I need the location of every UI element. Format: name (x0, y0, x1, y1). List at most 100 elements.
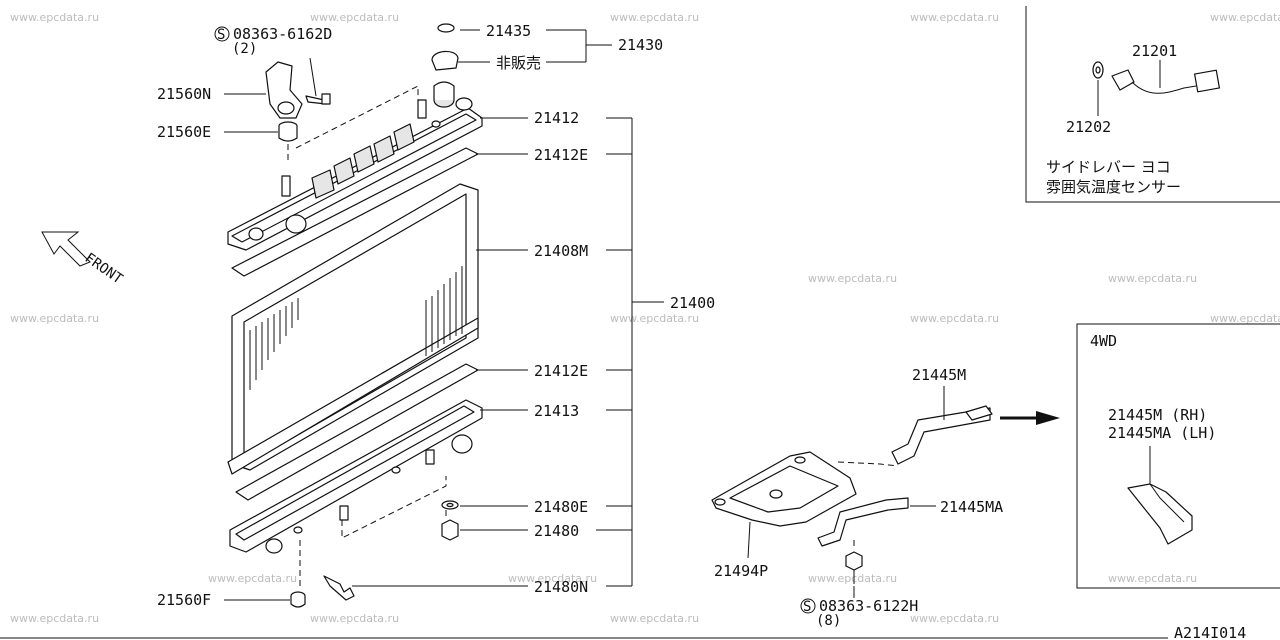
undercover-21494P[interactable] (711, 451, 857, 527)
fourwd-inset: 4WD 21445M (RH) 21445MA (LH) (1076, 323, 1280, 589)
part-number-21560N: 21560N (157, 85, 211, 103)
radiator-cap-21430[interactable] (431, 23, 459, 108)
watermark: www.epcdata.ru (910, 11, 999, 24)
watermark: www.epcdata.ru (310, 11, 399, 24)
part-number-21560F: 21560F (157, 591, 211, 609)
svg-text:S: S (803, 599, 811, 615)
watermark: www.epcdata.ru (1210, 312, 1280, 325)
label-21560F: 21560F (157, 591, 290, 609)
label-21445M: 21445M (912, 366, 966, 420)
screw-08363-6122H[interactable] (845, 551, 863, 584)
sensor-description-line2: 雰囲気温度センサー (1046, 178, 1181, 196)
watermark: www.epcdata.ru (910, 312, 999, 325)
part-number-21408M: 21408M (534, 242, 588, 260)
watermark: www.epcdata.ru (1108, 272, 1197, 285)
bracket-21560N[interactable] (265, 61, 303, 119)
diagram-code: A214I014 (1174, 624, 1246, 640)
grommet-21560F[interactable] (290, 591, 306, 608)
watermark: www.epcdata.ru (610, 612, 699, 625)
plug-21480[interactable] (441, 519, 459, 541)
sensor-21201[interactable] (1111, 69, 1220, 94)
drain-plug-21480N[interactable] (323, 575, 355, 601)
part-number-21435: 21435 (486, 22, 531, 40)
fourwd-title: 4WD (1090, 332, 1117, 350)
sensor-inset-border (1025, 6, 1280, 203)
sensor-description-line1: サイドレバー ヨコ (1046, 158, 1171, 176)
watermark: www.epcdata.ru (10, 612, 99, 625)
label-21435: 21435 (460, 22, 586, 40)
svg-text:S: S (217, 27, 225, 43)
label-21445MA: 21445MA (910, 498, 1003, 516)
part-number-21412: 21412 (534, 109, 579, 127)
label-21494P: 21494P (714, 521, 768, 580)
label-21560E: 21560E (157, 123, 278, 141)
screw-bottom-number: 08363-6122H (819, 597, 918, 615)
part-number-21412E-bottom: 21412E (534, 362, 588, 380)
watermark: www.epcdata.ru (610, 312, 699, 325)
watermark: www.epcdata.ru (10, 11, 99, 24)
label-21413: 21413 (480, 402, 632, 420)
part-number-21445M: 21445M (912, 366, 966, 384)
not-sold-label: 非販売 (496, 54, 541, 72)
watermark: www.epcdata.ru (508, 572, 597, 585)
core-21408M[interactable] (227, 183, 479, 475)
sensor-inset: 21201 21202 サイドレバー ヨコ 雰囲気温度センサー (1025, 6, 1280, 203)
fourwd-bracket[interactable] (1127, 483, 1193, 545)
label-not-sold: 非販売 (458, 54, 586, 72)
watermarks: www.epcdata.ru www.epcdata.ru www.epcdat… (10, 11, 1280, 625)
label-21412E-bottom: 21412E (476, 362, 632, 380)
part-number-21430: 21430 (618, 36, 663, 54)
upper-tank-21412[interactable] (227, 97, 483, 251)
part-number-21480: 21480 (534, 522, 579, 540)
part-number-21201: 21201 (1132, 42, 1177, 60)
washer-21480E[interactable] (441, 500, 459, 510)
part-number-21412E-top: 21412E (534, 146, 588, 164)
label-21412: 21412 (480, 109, 632, 127)
part-number-21413: 21413 (534, 402, 579, 420)
screw-top-number: 08363-6162D (233, 25, 332, 43)
screw-top-qty: (2) (232, 41, 257, 57)
part-number-21400: 21400 (670, 294, 715, 312)
watermark: www.epcdata.ru (808, 272, 897, 285)
front-label: FRONT (82, 250, 126, 288)
label-21480: 21480 (460, 522, 632, 540)
part-number-21494P: 21494P (714, 562, 768, 580)
hidden-line (837, 461, 899, 467)
watermark: www.epcdata.ru (910, 612, 999, 625)
hidden-line (295, 85, 419, 149)
watermark: www.epcdata.ru (808, 572, 897, 585)
watermark: www.epcdata.ru (10, 312, 99, 325)
watermark: www.epcdata.ru (310, 612, 399, 625)
watermark: www.epcdata.ru (1108, 572, 1197, 585)
bracket-21445M[interactable] (891, 405, 993, 465)
label-21480E: 21480E (460, 498, 632, 516)
part-number-21480E: 21480E (534, 498, 588, 516)
fourwd-part-lh: 21445MA (LH) (1108, 424, 1216, 442)
watermark: www.epcdata.ru (610, 11, 699, 24)
arrow-to-4wd (1000, 411, 1060, 425)
label-21560N: 21560N (157, 85, 266, 103)
label-21480N: 21480N (352, 578, 632, 596)
watermark: www.epcdata.ru (1210, 11, 1280, 24)
front-arrow: FRONT (41, 231, 126, 288)
label-21412E-top: 21412E (476, 146, 632, 164)
screw-08363-6162D[interactable] (305, 93, 331, 105)
label-21408M: 21408M (476, 242, 632, 260)
grommet-21560E[interactable] (278, 121, 298, 142)
washer-21202[interactable] (1092, 61, 1104, 79)
bracket-21445MA[interactable] (817, 497, 909, 547)
part-number-21445MA: 21445MA (940, 498, 1003, 516)
screw-bottom-qty: (8) (816, 613, 841, 629)
watermark: www.epcdata.ru (208, 572, 297, 585)
label-screw-bottom: S 08363-6122H (8) (800, 586, 918, 629)
fourwd-inset-border (1076, 323, 1280, 589)
fourwd-part-rh: 21445M (RH) (1108, 406, 1207, 424)
part-number-21480N: 21480N (534, 578, 588, 596)
part-number-21202: 21202 (1066, 118, 1111, 136)
part-number-21560E: 21560E (157, 123, 211, 141)
label-screw-top: S 08363-6162D (2) (214, 25, 332, 97)
front-arrow-icon (41, 231, 91, 267)
lower-tank-21413[interactable] (229, 399, 483, 554)
